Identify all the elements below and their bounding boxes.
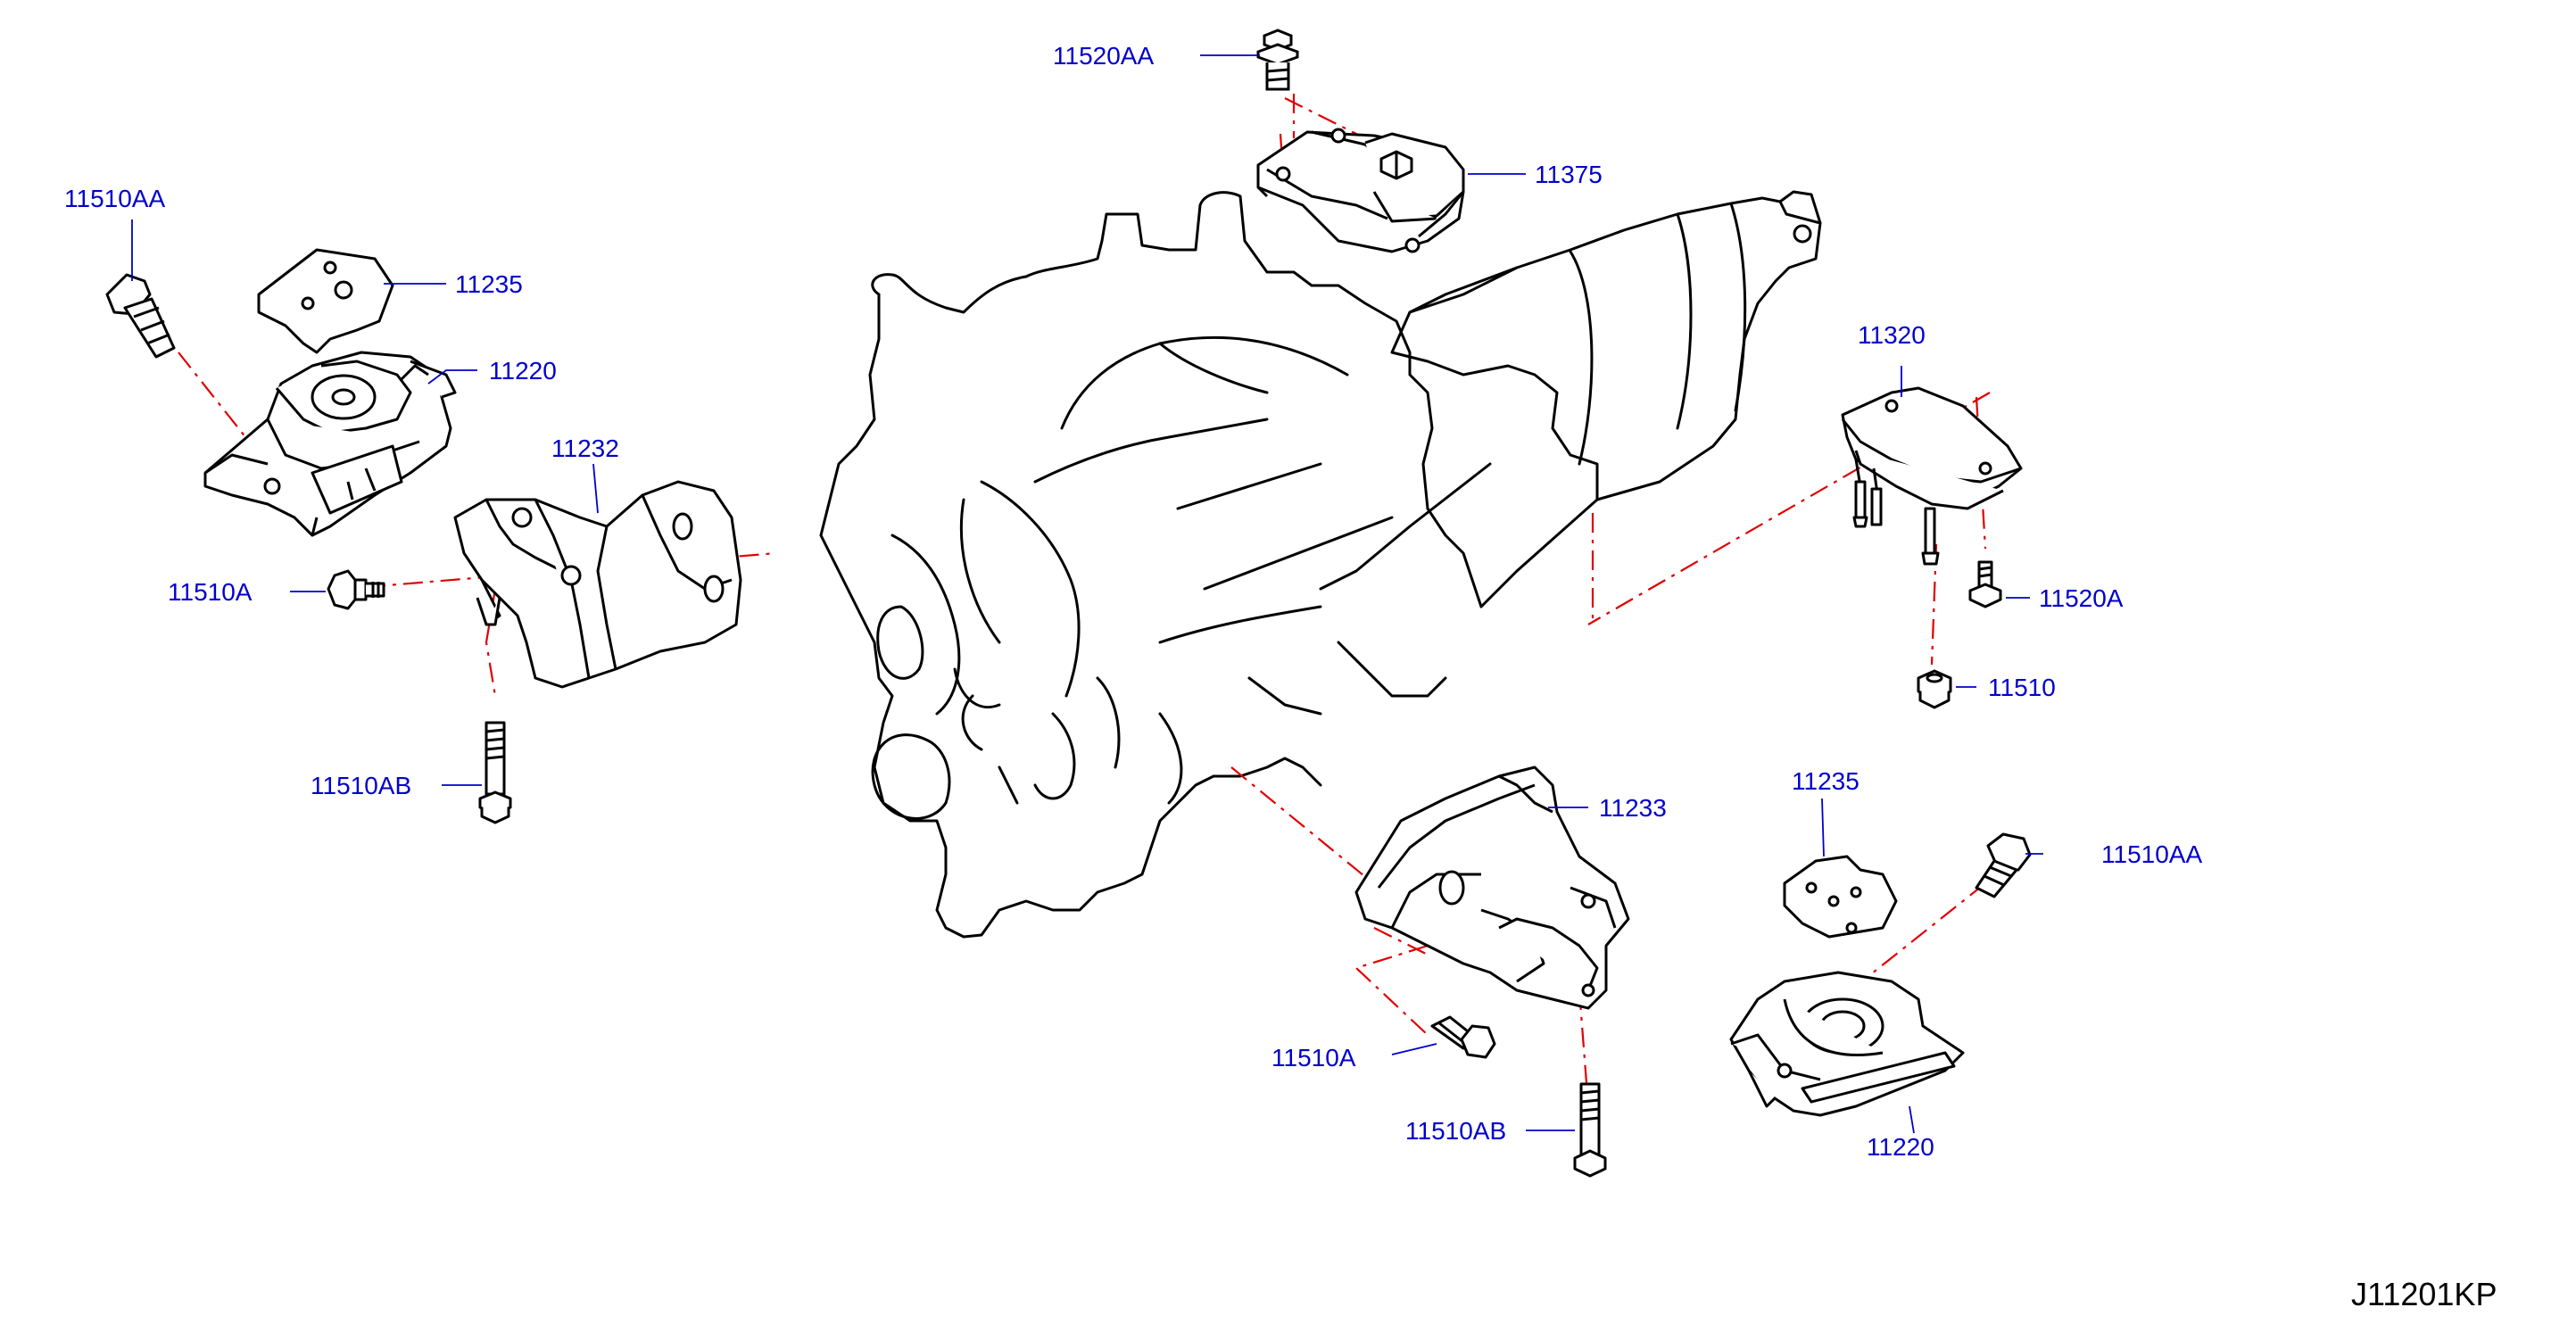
label-11320: 11320 bbox=[1858, 321, 1926, 349]
label-11235-right: 11235 bbox=[1792, 767, 1860, 795]
rear-mount-11320 bbox=[1843, 388, 2021, 564]
bolt-11510ab-left bbox=[480, 723, 510, 823]
label-11220-left: 11220 bbox=[489, 357, 557, 385]
label-11520aa-top: 11520AA bbox=[1053, 42, 1154, 70]
label-11510aa-left: 11510AA bbox=[64, 185, 165, 212]
label-11375: 11375 bbox=[1535, 161, 1603, 188]
label-11510ab-right: 11510AB bbox=[1405, 1117, 1506, 1145]
label-11520a: 11520A bbox=[2039, 584, 2124, 612]
label-11233: 11233 bbox=[1599, 794, 1667, 822]
label-11220-right: 11220 bbox=[1867, 1133, 1934, 1161]
bolt-11510aa-left bbox=[107, 275, 174, 357]
engine-transmission-outline bbox=[819, 190, 1822, 939]
shim-plate-11235-right bbox=[1785, 856, 1896, 937]
label-11232: 11232 bbox=[551, 434, 619, 462]
shim-plate-11235-left bbox=[259, 250, 393, 352]
mount-bracket-11232 bbox=[455, 482, 741, 687]
diagram-reference-code: J11201KP bbox=[2351, 1276, 2497, 1312]
bolt-11510aa-right bbox=[1976, 834, 2030, 897]
bolt-11520a-right bbox=[1970, 562, 2000, 607]
engine-mount-11220-left bbox=[205, 352, 455, 535]
insulator-11375 bbox=[1258, 129, 1463, 252]
label-11510aa-right: 11510AA bbox=[2101, 840, 2202, 868]
label-11510-partial: 11510 bbox=[1988, 674, 2056, 701]
bolt-11520aa-top bbox=[1258, 30, 1297, 89]
bolt-11510ab-right bbox=[1575, 1084, 1605, 1176]
label-11235-left: 11235 bbox=[455, 270, 523, 298]
mount-bracket-11233 bbox=[1356, 767, 1628, 1008]
label-11510a-left: 11510A bbox=[168, 578, 253, 606]
nut-11510-right bbox=[1918, 671, 1951, 708]
label-11510a-right: 11510A bbox=[1271, 1044, 1356, 1072]
dashed-alignment-lines bbox=[178, 94, 1991, 1107]
engine-mount-11220-right bbox=[1731, 972, 1963, 1115]
label-11510ab-left: 11510AB bbox=[311, 772, 411, 799]
bolt-11510a-right bbox=[1432, 1017, 1495, 1057]
callout-labels: 11520AA 11375 11510AA 11235 11220 11232 … bbox=[64, 42, 2202, 1161]
leader-lines bbox=[131, 54, 2043, 1134]
bolt-11510a-left bbox=[328, 571, 384, 608]
